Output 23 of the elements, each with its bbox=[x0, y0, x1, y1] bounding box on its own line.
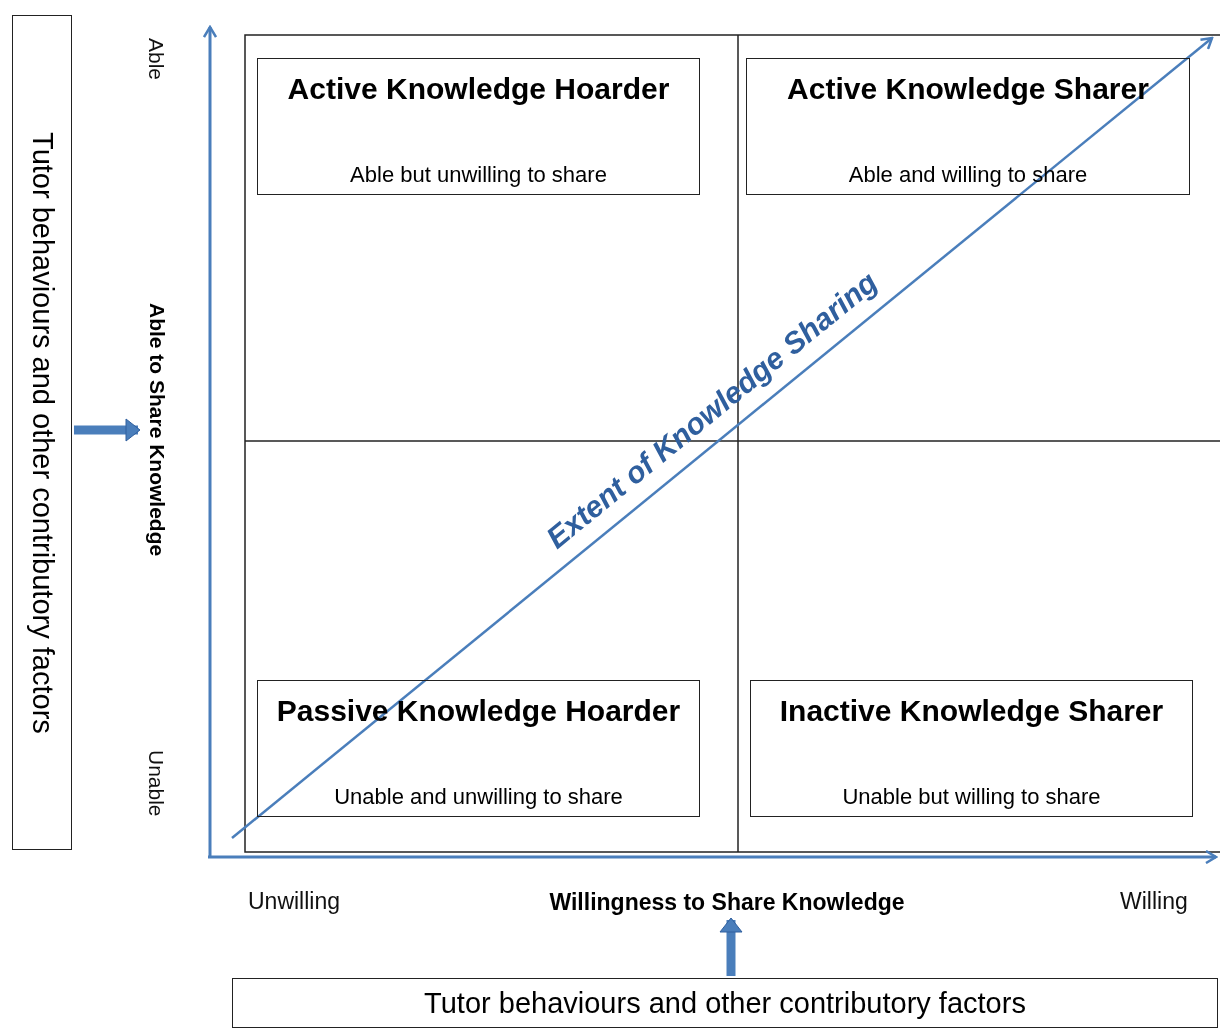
factors-text: Tutor behaviours and other contributory factors bbox=[424, 986, 1026, 1020]
factors-box bbox=[12, 15, 72, 850]
quadrant-card bbox=[750, 680, 1193, 817]
quadrant-title: Passive Knowledge Hoarder bbox=[276, 693, 681, 729]
axis-end-label: Unwilling bbox=[248, 888, 341, 915]
factors-text: Tutor behaviours and other contributory factors bbox=[25, 131, 59, 734]
quadrant-title: Active Knowledge Hoarder bbox=[287, 71, 670, 107]
quadrant-description: Able but unwilling to share bbox=[350, 162, 607, 188]
quadrant-card bbox=[257, 58, 700, 195]
block-arrow bbox=[719, 917, 743, 976]
axis-end-label: Unable bbox=[144, 750, 168, 817]
factors-box bbox=[232, 978, 1218, 1028]
quadrant-card bbox=[257, 680, 700, 817]
axis-end-label: Willing bbox=[1120, 888, 1188, 915]
quadrant-description: Unable but willing to share bbox=[842, 784, 1101, 810]
quadrant-title: Inactive Knowledge Sharer bbox=[779, 693, 1164, 729]
quadrant-title: Active Knowledge Sharer bbox=[787, 71, 1149, 107]
quadrant-card bbox=[746, 58, 1190, 195]
axis-title: Able to Share Knowledge bbox=[145, 303, 169, 557]
axis-title: Willingness to Share Knowledge bbox=[549, 888, 905, 916]
axis-end-label: Able bbox=[144, 38, 168, 81]
block-arrow bbox=[74, 418, 141, 442]
quadrant-description: Unable and unwilling to share bbox=[334, 784, 623, 810]
